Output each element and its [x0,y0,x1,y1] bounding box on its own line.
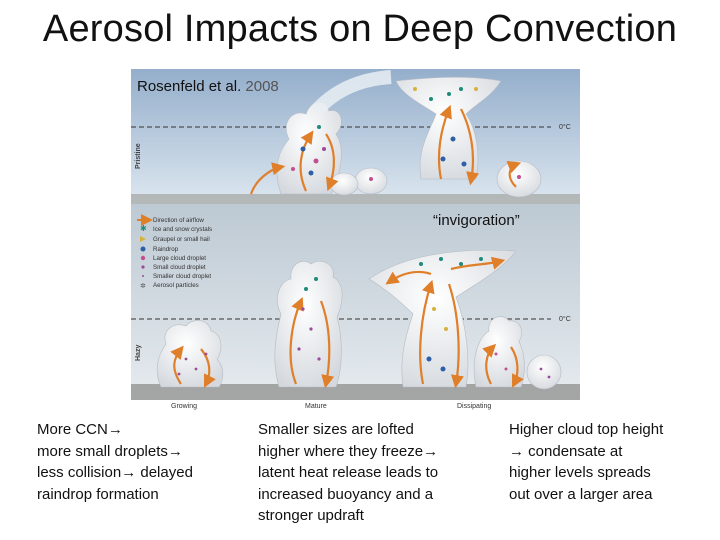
text-line: raindrop formation [37,485,159,503]
ground-top [131,194,580,204]
figure-citation: Rosenfeld et al. 2008 [137,78,279,95]
explanation-column-3: Higher cloud top height → condensate at … [509,419,704,505]
freezing-label-top: 0°C [559,123,571,131]
text-line: → condensate at [509,442,623,460]
legend: Direction of airflow ✱ Ice and snow crys… [137,214,212,290]
legend-item: Smaller cloud droplet [153,273,211,280]
citation-author: Rosenfeld et al. [137,78,242,95]
svg-text:✱: ✱ [140,224,147,233]
explanation-column-1: More CCN→ more small droplets→ less coll… [37,419,227,505]
stage-label-dissipating: Dissipating [457,403,491,410]
explanation-column-2: Smaller sizes are lofted higher where th… [258,419,473,527]
hazy-particles [177,257,551,379]
invigoration-label: “invigoration” [433,212,520,229]
pristine-label: Pristine [135,143,142,169]
text-line: Smaller sizes are lofted [258,421,414,438]
hazy-label: Hazy [135,345,142,361]
svg-text:✲: ✲ [140,282,146,290]
pristine-particles [291,87,521,181]
text-line: more small droplets→ [37,442,183,460]
hazy-airflow-arrows [170,256,524,389]
text-line: Higher cloud top height [509,421,664,438]
hazy-mature-cloud [274,260,343,388]
legend-item: Raindrop [153,246,179,253]
text-line: less collision→ delayed [37,464,193,481]
pristine-growing-cloud [276,70,392,195]
ground-bottom [131,384,580,400]
stage-label-growing: Growing [171,403,197,410]
convection-diagram: 0°C 0°C Pristine Hazy Direction [131,69,580,412]
legend-item: Direction of airflow [153,217,204,224]
legend-item: Large cloud droplet [153,255,206,262]
pristine-mature-cloud [395,76,502,180]
text-line: stronger updraft [258,507,364,524]
convection-figure: 0°C 0°C Pristine Hazy Direction [131,69,580,412]
legend-item: Ice and snow crystals [153,226,212,233]
legend-item: Aerosol particles [153,282,199,289]
text-line: out over a larger area [509,485,653,503]
freezing-label-bottom: 0°C [559,315,571,323]
legend-item: Graupel or small hail [153,236,210,243]
text-line: latent heat release leads to [258,464,439,481]
text-line: higher levels spreads [509,464,651,481]
text-line: increased buoyancy and a [258,485,434,503]
stage-label-mature: Mature [305,403,327,410]
hazy-anvil-cloud [368,249,517,388]
slide-title: Aerosol Impacts on Deep Convection [42,8,678,50]
hazy-growing-cloud [156,320,224,388]
citation-year: 2008 [245,78,279,95]
text-line: More CCN→ [37,421,123,438]
legend-item: Small cloud droplet [153,264,206,271]
pristine-airflow-arrows [249,104,522,195]
text-line: higher where they freeze→ [258,442,439,460]
